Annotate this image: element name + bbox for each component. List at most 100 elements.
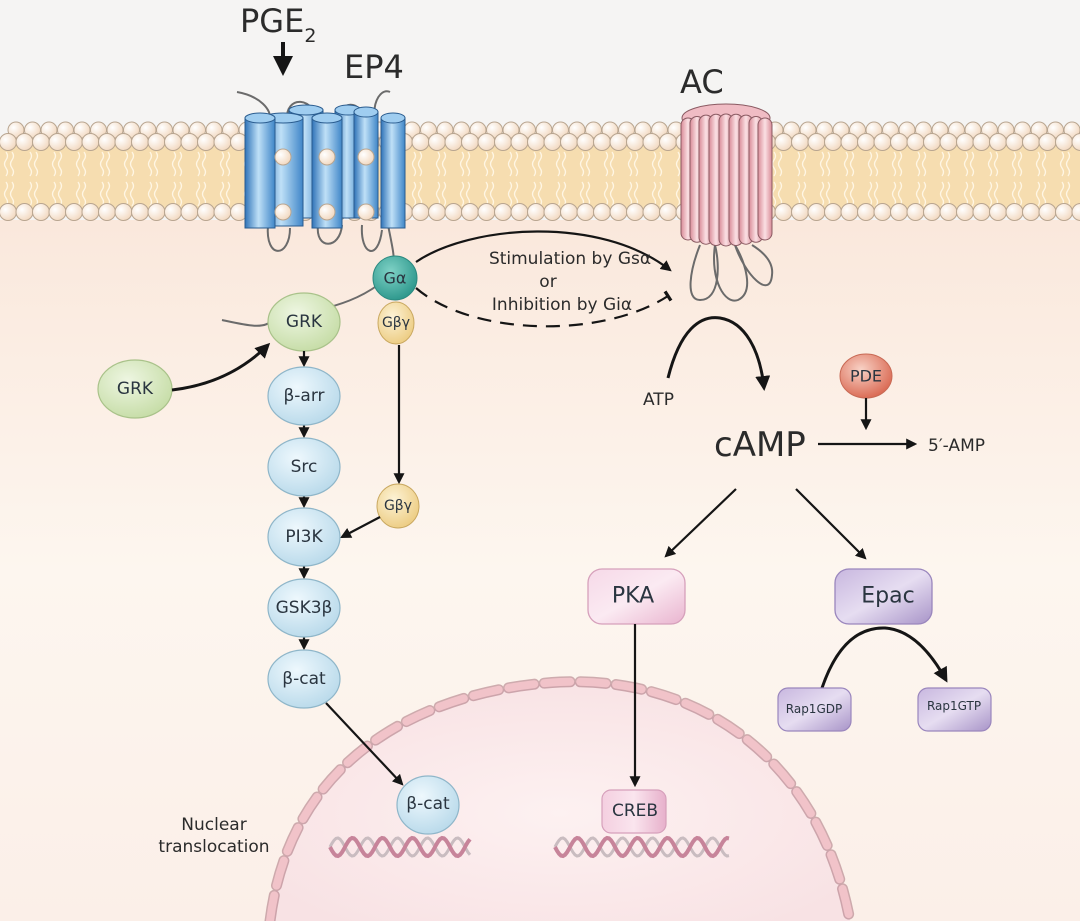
lipid-head (626, 133, 644, 151)
lipid-head (923, 133, 941, 151)
lipid-head (1005, 133, 1024, 151)
svg-text:GRK: GRK (117, 379, 154, 399)
lipid-head (642, 203, 661, 221)
lipid-head (890, 203, 908, 221)
svg-text:Epac: Epac (861, 584, 914, 609)
nuclear-beta-cat-node: β-cat (396, 775, 460, 835)
beta-cat-translocation-arrow (325, 702, 404, 786)
lipid-head (1038, 133, 1057, 151)
lipid-head (0, 203, 17, 221)
nuclear-envelope (266, 677, 854, 921)
lipid-head (576, 203, 595, 221)
lipid-head (461, 203, 479, 221)
lipid-head (180, 203, 199, 221)
lipid-head (791, 133, 809, 151)
pka-node: PKA (587, 568, 686, 625)
cascade-node-label: Src (291, 457, 318, 477)
lipid-head (857, 203, 875, 221)
svg-text:Gβγ: Gβγ (382, 315, 410, 331)
pde-node: PDE (839, 353, 893, 399)
lipid-head (164, 133, 182, 151)
lipid-head (510, 133, 529, 151)
regulation-text-line3: Inhibition by Giα (492, 295, 632, 315)
lipid-head (939, 203, 958, 221)
transmembrane-helix (244, 112, 276, 229)
lipid-head (48, 133, 67, 151)
camp-label: cAMP (714, 425, 806, 465)
lipid-head (477, 133, 496, 151)
lipid-head (1038, 203, 1057, 221)
lipid-head (1022, 133, 1040, 151)
svg-text:CREB: CREB (612, 801, 658, 821)
lipid-head (114, 133, 133, 151)
lipid-head (890, 133, 908, 151)
lipid-head (0, 133, 17, 151)
lipid-head (873, 133, 892, 151)
atp-to-camp-arrow (666, 316, 771, 391)
lipid-head (1005, 203, 1024, 221)
lipid-head (972, 133, 991, 151)
grk-bound-node: GRK (267, 292, 341, 352)
lipid-head (411, 203, 430, 221)
lipid-head (873, 203, 892, 221)
lipid-head (131, 203, 149, 221)
lipid-head (411, 133, 430, 151)
grk-recruitment-arrow (171, 342, 271, 392)
svg-text:GRK: GRK (286, 312, 323, 332)
lipid-head (213, 203, 232, 221)
stimulation-arrow (415, 230, 672, 272)
svg-text:PKA: PKA (612, 584, 654, 609)
lipid-head (593, 203, 611, 221)
lipid-head (98, 203, 116, 221)
betagamma-to-pi3k-arrow (340, 516, 381, 539)
lipid-head (923, 203, 941, 221)
lipid-head (180, 133, 199, 151)
lipid-head (807, 203, 826, 221)
svg-text:PDE: PDE (850, 367, 882, 386)
dna-helix-right (553, 835, 730, 859)
ep4-receptor (236, 90, 406, 263)
lipid-head (494, 133, 512, 151)
cascade-node-pi3k: PI3K (267, 507, 341, 567)
lipid-head (114, 203, 133, 221)
rap1gdp-node: Rap1GDP (777, 687, 852, 732)
lipid-head (560, 133, 578, 151)
lipid-head (461, 133, 479, 151)
lipid-head (65, 203, 83, 221)
lipid-head (318, 203, 336, 221)
epac-node: Epac (834, 568, 933, 625)
creb-node: CREB (601, 789, 667, 834)
svg-text:Rap1GTP: Rap1GTP (927, 699, 981, 713)
grk-free-node: GRK (97, 359, 173, 419)
lipid-head (956, 203, 974, 221)
lipid-head (147, 203, 166, 221)
cascade-node-arr: β-arr (267, 366, 341, 426)
lipid-head (428, 203, 446, 221)
lipid-head (444, 133, 463, 151)
lipid-head (197, 203, 215, 221)
lipid-head (956, 133, 974, 151)
lipid-head (989, 133, 1007, 151)
amp-label: 5′-AMP (928, 436, 985, 456)
nuclear-translocation-label-line1: Nuclear (181, 815, 246, 835)
cascade-node-label: GSK3β (276, 598, 333, 618)
lipid-head (939, 133, 958, 151)
lipid-head (48, 203, 67, 221)
lipid-head (477, 203, 496, 221)
lipid-head (774, 203, 793, 221)
lipid-head (609, 133, 628, 151)
lipid-head (15, 203, 34, 221)
lipid-head (1071, 203, 1080, 221)
lipid-head (824, 203, 842, 221)
lipid-head (1055, 203, 1073, 221)
lipid-head (510, 203, 529, 221)
lipid-head (791, 203, 809, 221)
cascade-node-label: β-arr (283, 386, 324, 406)
lipid-head (840, 133, 859, 151)
lipid-head (357, 203, 375, 221)
lipid-head (98, 133, 116, 151)
lipid-head (807, 133, 826, 151)
lipid-head (527, 203, 545, 221)
cascade-node-label: PI3K (285, 527, 323, 547)
